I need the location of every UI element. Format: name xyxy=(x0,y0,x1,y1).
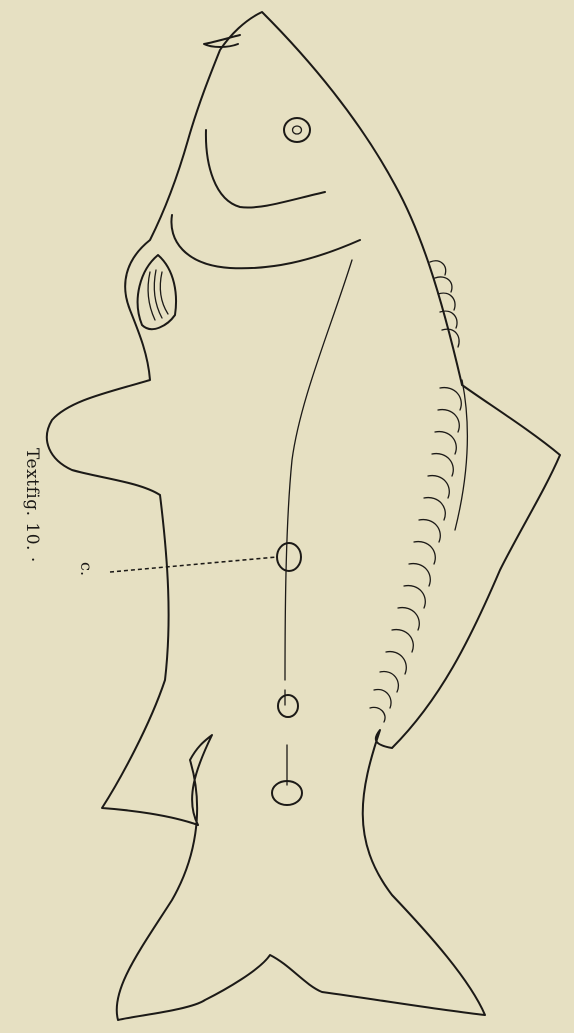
figure-caption: Textfig. 10. · xyxy=(22,448,42,588)
label-c: c. xyxy=(77,562,96,576)
leader-line-c xyxy=(110,557,277,572)
fish-body-outline xyxy=(47,12,560,1020)
eye-inner xyxy=(293,126,302,134)
mouth xyxy=(204,35,240,47)
lateral-organ xyxy=(278,695,298,717)
cheek-line xyxy=(206,130,325,208)
lateral-line xyxy=(285,260,352,680)
pectoral-fin-ray xyxy=(148,272,155,320)
eye-outer xyxy=(284,118,310,142)
gill-cover-line xyxy=(171,215,360,268)
pectoral-fin xyxy=(138,255,176,329)
organ-c xyxy=(277,543,301,571)
dorsal-scale-row xyxy=(370,261,467,722)
pectoral-fin-ray xyxy=(160,272,168,314)
